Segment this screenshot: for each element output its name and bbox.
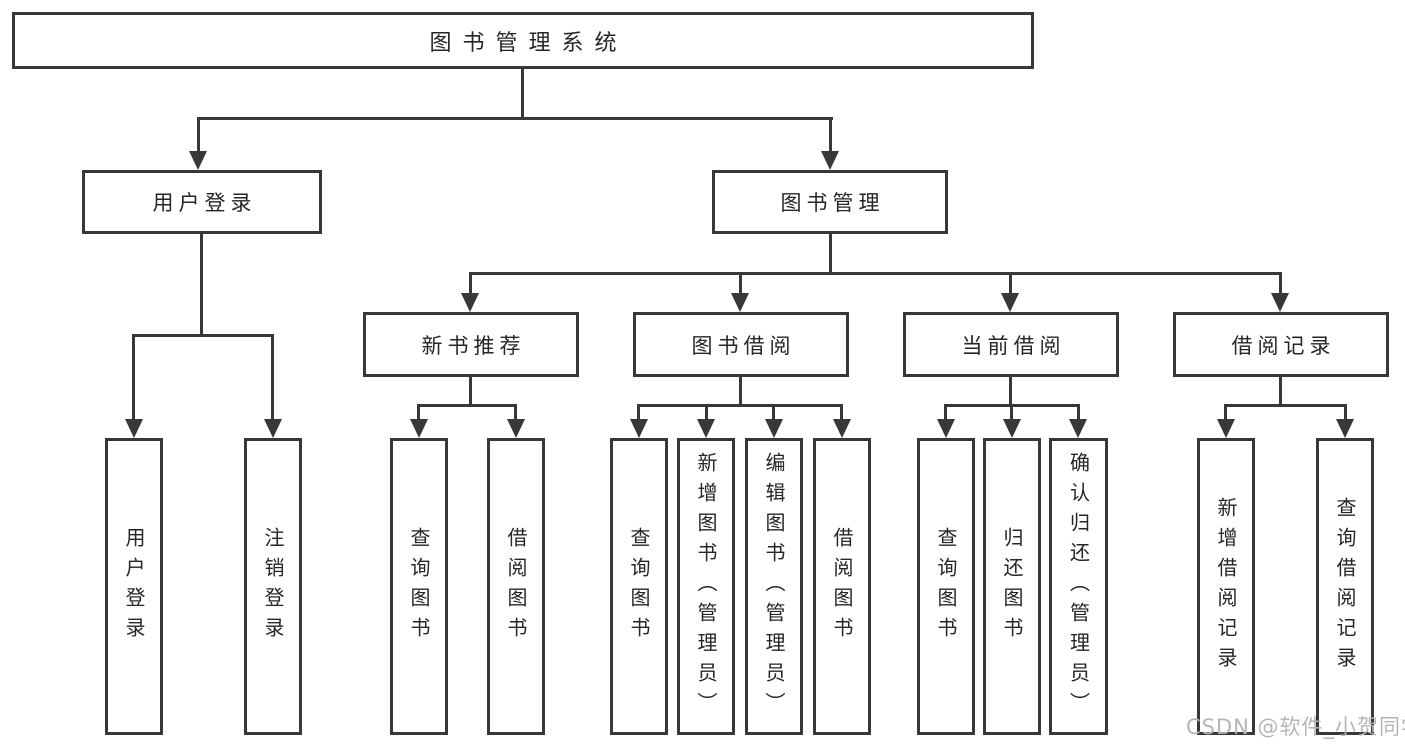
connector-to-borrowing [739, 272, 742, 294]
connector-leaf-line [840, 404, 843, 420]
node-book-management: 图书管理 [712, 170, 948, 234]
arrow-down-icon [461, 293, 479, 312]
arrow-down-icon [630, 419, 648, 438]
arrow-down-icon [189, 151, 207, 170]
leaf-label: 新增图书（管理员） [694, 451, 718, 722]
connector-borrowing-hbar [637, 404, 843, 407]
arrow-down-icon [1069, 419, 1087, 438]
arrow-down-icon [937, 419, 955, 438]
leaf-borrow-edit-books-admin: 编辑图书（管理员） [745, 438, 803, 735]
node-label: 用户登录 [152, 191, 257, 215]
connector-leaf-line [514, 404, 517, 420]
connector-level3-hbar [469, 272, 1282, 275]
arrow-down-icon [1003, 419, 1021, 438]
connector-current-stem [1009, 375, 1012, 407]
connector-to-user-login [197, 117, 200, 153]
arrow-down-icon [697, 419, 715, 438]
connector-leaf-line [637, 404, 640, 420]
connector-records-stem [1279, 375, 1282, 407]
connector-to-book-management [829, 117, 832, 153]
leaf-records-add-record: 新增借阅记录 [1197, 438, 1255, 735]
arrow-down-icon [1271, 293, 1289, 312]
connector-recommend-hbar [417, 404, 517, 407]
connector-root-stem [521, 67, 524, 119]
node-new-book-recommendation: 新书推荐 [363, 312, 579, 377]
leaf-current-return-books: 归还图书 [983, 438, 1041, 735]
node-user-login: 用户登录 [82, 170, 322, 234]
node-label: 图书管理 [780, 191, 885, 215]
arrow-down-icon [125, 419, 143, 438]
connector-management-stem [829, 232, 832, 274]
node-label: 借阅记录 [1231, 333, 1336, 358]
connector-login-hbar [132, 334, 274, 337]
connector-to-current [1009, 272, 1012, 294]
leaf-label: 新增借阅记录 [1214, 496, 1238, 677]
csdn-watermark: CSDN @软件_小贺同学 [1186, 715, 1405, 739]
leaf-records-query-record: 查询借阅记录 [1316, 438, 1374, 735]
node-label: 当前借阅 [961, 333, 1066, 358]
connector-leaf-line [1224, 404, 1227, 420]
arrow-down-icon [1001, 293, 1019, 312]
connector-to-leaf-login [132, 334, 135, 420]
arrow-down-icon [833, 419, 851, 438]
arrow-down-icon [1336, 419, 1354, 438]
arrow-down-icon [264, 419, 282, 438]
leaf-label: 查询图书 [407, 526, 431, 647]
connector-to-recommend [469, 272, 472, 294]
connector-records-hbar [1224, 404, 1346, 407]
connector-leaf-line [1010, 404, 1013, 420]
connector-leaf-line [1344, 404, 1347, 420]
leaf-label: 归还图书 [1000, 526, 1024, 647]
leaf-label: 查询图书 [627, 526, 651, 647]
node-root-library-system: 图书管理系统 [12, 12, 1034, 69]
node-label: 图书管理系统 [429, 30, 628, 56]
leaf-user-login: 用户登录 [105, 438, 163, 735]
leaf-label: 借阅图书 [504, 526, 528, 647]
leaf-label: 查询图书 [934, 526, 958, 647]
connector-recommend-stem [469, 375, 472, 407]
arrow-down-icon [765, 419, 783, 438]
node-current-borrowing: 当前借阅 [903, 312, 1119, 377]
leaf-borrow-add-books-admin: 新增图书（管理员） [677, 438, 735, 735]
arrow-down-icon [410, 419, 428, 438]
connector-to-leaf-logout [271, 334, 274, 420]
arrow-down-icon [731, 293, 749, 312]
connector-leaf-line [944, 404, 947, 420]
leaf-label: 注销登录 [261, 526, 285, 647]
node-borrowing-records: 借阅记录 [1173, 312, 1389, 377]
leaf-recommend-borrow-books: 借阅图书 [487, 438, 545, 735]
leaf-borrow-query-books: 查询图书 [610, 438, 668, 735]
arrow-down-icon [821, 151, 839, 170]
leaf-logout: 注销登录 [244, 438, 302, 735]
node-label: 图书借阅 [691, 333, 796, 358]
leaf-borrow-borrow-books: 借阅图书 [813, 438, 871, 735]
connector-leaf-line [417, 404, 420, 420]
leaf-current-query-books: 查询图书 [917, 438, 975, 735]
arrow-down-icon [507, 419, 525, 438]
connector-login-stem [200, 232, 203, 336]
connector-borrowing-stem [739, 375, 742, 407]
leaf-recommend-query-books: 查询图书 [390, 438, 448, 735]
leaf-label: 确认归还（管理员） [1066, 451, 1091, 722]
connector-to-records [1279, 272, 1282, 294]
connector-leaf-line [772, 404, 775, 420]
leaf-current-confirm-return-admin: 确认归还（管理员） [1049, 438, 1108, 735]
connector-leaf-line [705, 404, 708, 420]
node-book-borrowing: 图书借阅 [633, 312, 849, 377]
node-label: 新书推荐 [421, 333, 526, 358]
connector-root-hbar [197, 117, 833, 120]
arrow-down-icon [1217, 419, 1235, 438]
leaf-label: 借阅图书 [830, 526, 854, 647]
leaf-label: 用户登录 [122, 526, 146, 647]
connector-leaf-line [1077, 404, 1080, 420]
leaf-label: 查询借阅记录 [1333, 496, 1357, 677]
leaf-label: 编辑图书（管理员） [762, 451, 786, 722]
